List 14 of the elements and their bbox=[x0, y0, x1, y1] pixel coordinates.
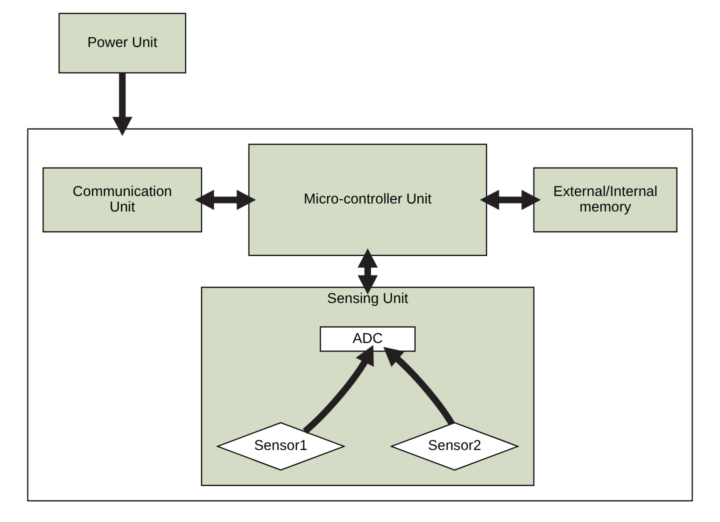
arrow bbox=[383, 346, 454, 425]
arrow bbox=[194, 189, 256, 210]
node-box: ADC bbox=[320, 326, 416, 352]
arrow bbox=[302, 344, 374, 434]
node-box: Micro-controller Unit bbox=[248, 143, 488, 256]
node-box: Power Unit bbox=[58, 12, 186, 73]
arrow bbox=[358, 248, 378, 294]
node-diamond: Sensor1 bbox=[216, 422, 346, 470]
node-box: Communication Unit bbox=[42, 166, 202, 232]
node-box: External/Internal memory bbox=[533, 166, 678, 232]
arrow bbox=[480, 189, 541, 210]
node-diamond: Sensor2 bbox=[390, 422, 520, 470]
cluster bbox=[27, 128, 693, 501]
arrow bbox=[112, 72, 132, 136]
